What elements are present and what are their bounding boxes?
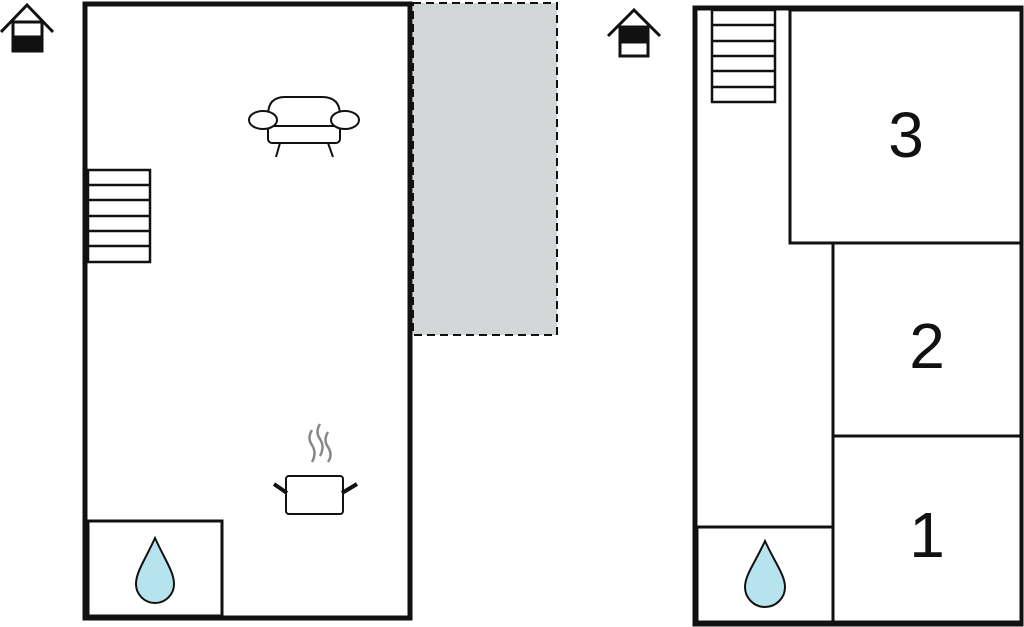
ground-floor-walls: [82, 1, 413, 621]
upper-floor: 3 2 1: [692, 5, 1024, 627]
bedroom-1: [831, 434, 1023, 624]
sofa-icon: [248, 96, 360, 158]
ground-floor: [82, 1, 413, 621]
upper-floor-stairs: [710, 8, 777, 104]
water-drop-icon: [743, 538, 787, 608]
ground-floor-stairs: [86, 168, 152, 264]
room-label-3: 3: [888, 99, 924, 171]
upper-floor-house-icon: [606, 7, 662, 58]
room-label-1: 1: [909, 499, 945, 571]
cooking-pot-icon: [272, 423, 359, 515]
room-label-2: 2: [909, 310, 945, 382]
terrace-area: [412, 2, 558, 336]
water-drop-icon: [134, 535, 176, 604]
ground-floor-house-icon: [0, 2, 55, 53]
